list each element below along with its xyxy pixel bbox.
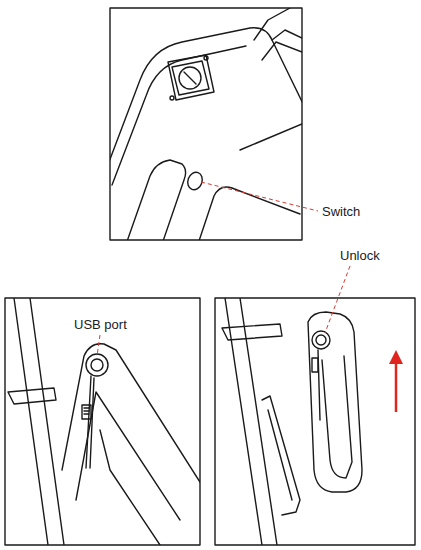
battery-removed: [222, 298, 362, 545]
battery-mounted: [8, 298, 200, 545]
leader-lines: [97, 182, 350, 356]
battery-closeup: [110, 8, 302, 240]
part-label: Unlock: [340, 248, 380, 263]
part-label: Switch: [322, 204, 360, 219]
lift-arrow: [389, 350, 403, 412]
part-label: USB port: [74, 317, 127, 332]
